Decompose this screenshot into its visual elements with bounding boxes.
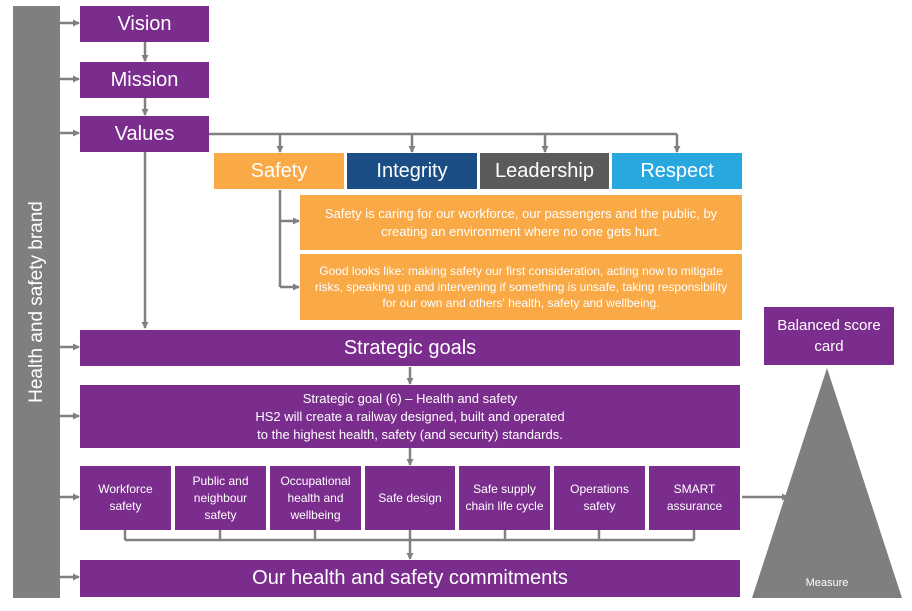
component-public-neighbour-safety: Public and neighbour safety [175,466,266,530]
values-box: Values [80,116,209,152]
safety-definition: Safety is caring for our workforce, our … [300,195,742,250]
mission-box: Mission [80,62,209,98]
value-safety: Safety [214,153,344,189]
component-safe-design: Safe design [365,466,455,530]
value-integrity: Integrity [347,153,477,189]
goal-6-title: Strategic goal (6) – Health and safety [302,390,518,406]
balanced-score-card-box: Balanced score card [764,307,894,365]
strategic-goal-6-box: Strategic goal (6) – Health and safety H… [80,385,740,448]
component-safe-supply-chain: Safe supply chain life cycle [459,466,550,530]
component-workforce-safety: Workforce safety [80,466,171,530]
strategic-goals-box: Strategic goals [80,330,740,366]
brand-label: Health and safety brand [25,201,47,403]
component-smart-assurance: SMART assurance [649,466,740,530]
component-occupational-health: Occupational health and wellbeing [270,466,361,530]
component-operations-safety: Operations safety [554,466,645,530]
brand-bar: Health and safety brand [13,6,60,598]
commitments-box: Our health and safety commitments [80,560,740,597]
value-respect: Respect [612,153,742,189]
vision-box: Vision [80,6,209,42]
goal-6-line-2: HS2 will create a railway designed, buil… [255,408,565,424]
measure-triangle [752,368,902,598]
value-leadership: Leadership [480,153,609,189]
measure-label: Measure [805,577,849,589]
good-looks-like: Good looks like: making safety our first… [300,254,742,320]
goal-6-line-3: to the highest health, safety (and secur… [257,426,563,442]
